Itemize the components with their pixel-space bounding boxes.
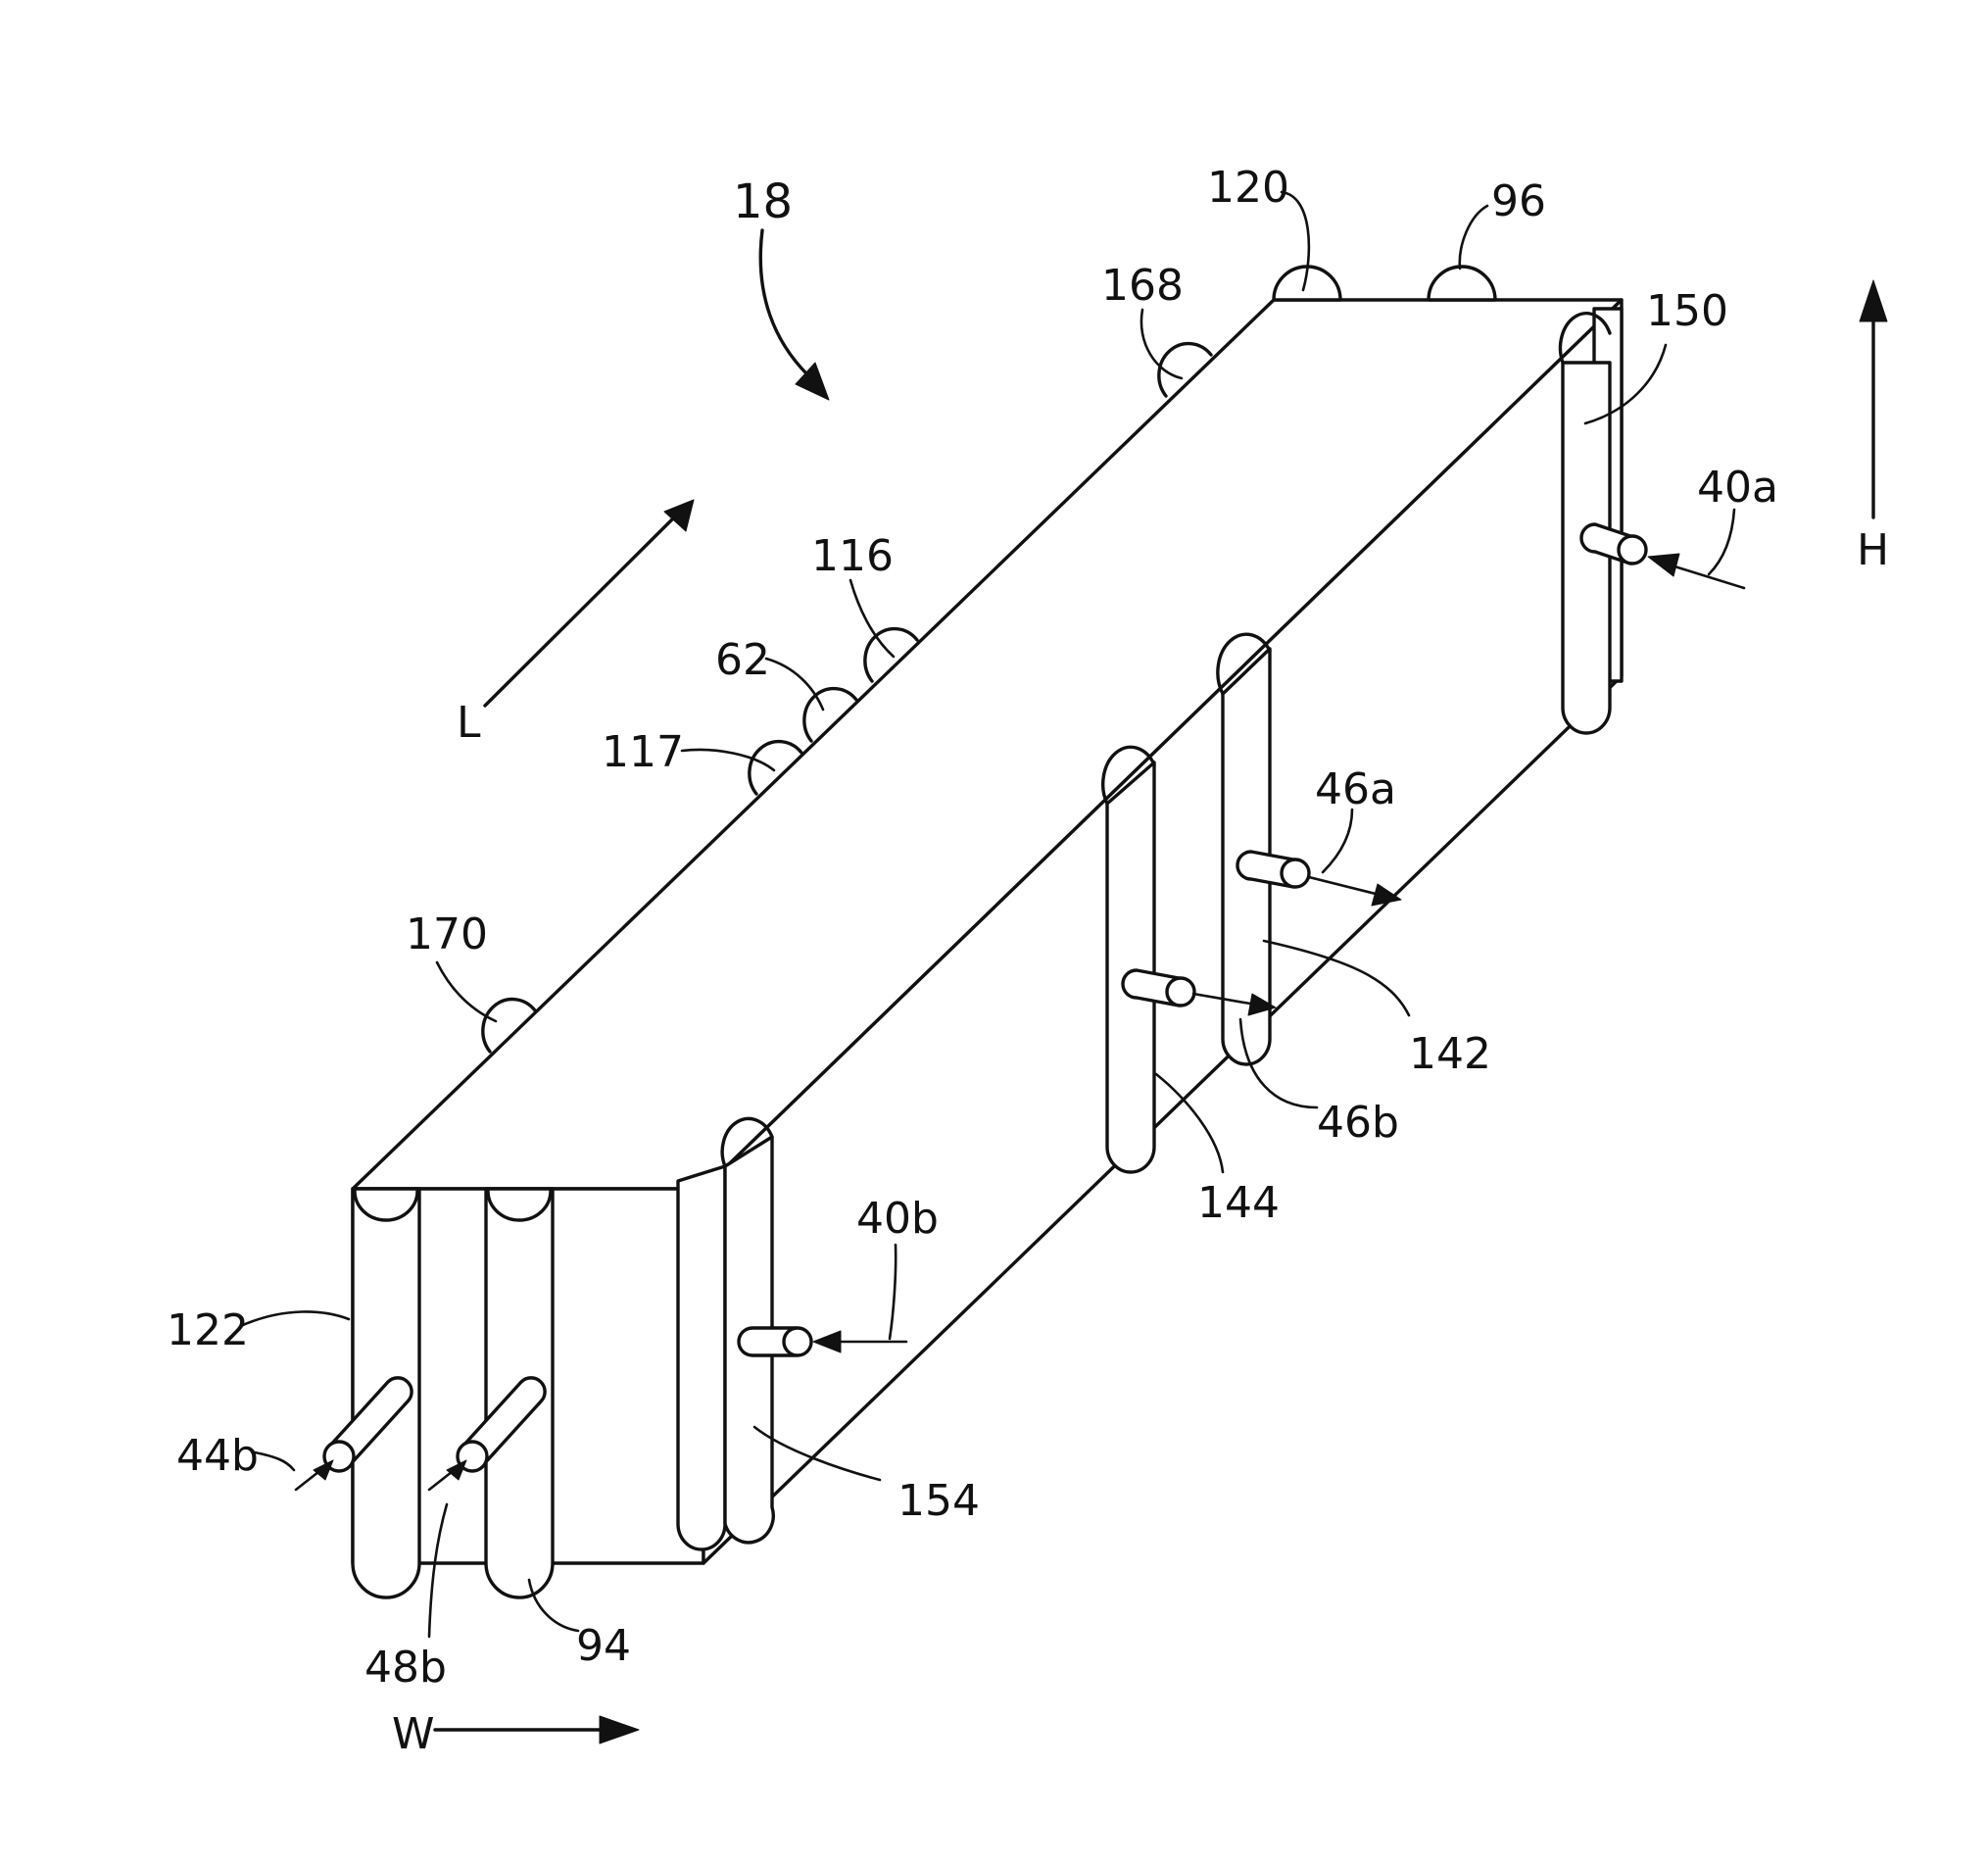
plate-144 <box>1101 745 1156 1174</box>
label-170: 170 <box>406 909 488 959</box>
leader-lines <box>241 190 1736 1639</box>
label-144: 144 <box>1197 1178 1280 1228</box>
label-168: 168 <box>1101 261 1184 311</box>
axis-arrows <box>433 279 1888 1744</box>
port-46b <box>1121 968 1196 1007</box>
label-L: L <box>457 698 481 748</box>
dome-117 <box>748 739 803 796</box>
dome-96 <box>1427 265 1497 302</box>
ports <box>322 522 1648 1473</box>
label-154: 154 <box>897 1476 980 1526</box>
label-62: 62 <box>715 635 770 685</box>
label-48b: 48b <box>364 1643 447 1693</box>
label-117: 117 <box>602 727 684 777</box>
label-40a: 40a <box>1697 463 1778 513</box>
label-W: W <box>392 1709 435 1759</box>
labels: 18 120 96 168 150 40a H 116 62 L 117 46a… <box>167 163 1889 1759</box>
port-46a <box>1236 850 1311 889</box>
label-44b: 44b <box>176 1431 259 1481</box>
arrow-18-head <box>795 362 830 401</box>
dome-170 <box>481 997 537 1054</box>
label-116: 116 <box>811 531 894 581</box>
label-122: 122 <box>167 1305 249 1355</box>
label-46b: 46b <box>1317 1098 1399 1148</box>
label-18: 18 <box>733 174 793 229</box>
flow-arrows <box>294 553 1746 1492</box>
end-plate-150 <box>1558 307 1624 735</box>
label-150: 150 <box>1646 286 1728 336</box>
port-40a <box>1579 522 1648 565</box>
arrow-L <box>483 517 674 708</box>
dome-120 <box>1272 265 1342 302</box>
label-120: 120 <box>1207 163 1289 213</box>
label-94: 94 <box>576 1621 631 1671</box>
port-40b <box>737 1326 813 1357</box>
port-48b <box>456 1376 547 1473</box>
label-142: 142 <box>1409 1029 1491 1079</box>
label-H: H <box>1857 525 1889 575</box>
dome-168 <box>1157 341 1213 398</box>
label-40b: 40b <box>856 1194 939 1244</box>
label-96: 96 <box>1491 176 1546 226</box>
label-46a: 46a <box>1315 764 1396 814</box>
arrow-18 <box>758 228 813 380</box>
